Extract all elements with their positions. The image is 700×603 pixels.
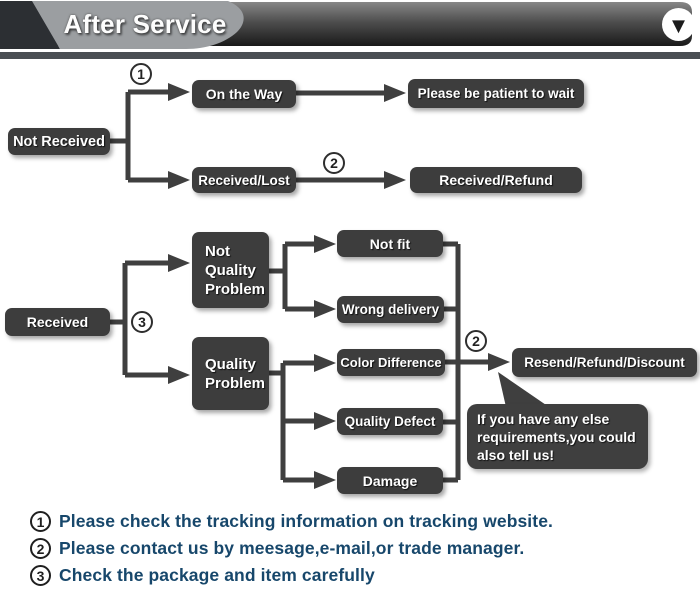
node-not-received: Not Received: [8, 128, 110, 155]
legend: 1 Please check the tracking information …: [30, 511, 553, 592]
marker-3: 3: [131, 311, 153, 333]
node-received: Received: [5, 308, 110, 336]
page-title: After Service: [63, 8, 227, 39]
node-not-fit: Not fit: [337, 230, 443, 257]
legend-item-3: 3 Check the package and item carefully: [30, 565, 553, 586]
note-bubble: If you have any else requirements,you co…: [467, 404, 648, 469]
legend-text-1: Please check the tracking information on…: [59, 511, 553, 531]
legend-number-1: 1: [30, 511, 51, 532]
header-banner: After Service ▼: [0, 0, 700, 60]
node-please-be-patient: Please be patient to wait: [408, 79, 584, 108]
collapse-button[interactable]: ▼: [662, 8, 695, 41]
node-quality-defect: Quality Defect: [337, 408, 443, 435]
legend-item-2: 2 Please contact us by meesage,e-mail,or…: [30, 538, 553, 559]
node-damage: Damage: [337, 467, 443, 494]
node-wrong-delivery: Wrong delivery: [337, 296, 444, 323]
node-quality-problem: Quality Problem: [192, 337, 269, 410]
header-divider: [0, 52, 700, 59]
node-resend-refund-discount: Resend/Refund/Discount: [512, 348, 697, 377]
node-not-quality-problem: Not Quality Problem: [192, 232, 269, 308]
node-on-the-way: On the Way: [192, 80, 296, 108]
node-color-difference: Color Difference: [337, 349, 445, 376]
marker-1-top: 1: [130, 63, 152, 85]
node-received-lost: Received/Lost: [192, 167, 296, 193]
marker-2-right: 2: [465, 330, 487, 352]
node-received-refund: Received/Refund: [410, 167, 582, 193]
legend-text-3: Check the package and item carefully: [59, 565, 375, 585]
legend-number-2: 2: [30, 538, 51, 559]
legend-item-1: 1 Please check the tracking information …: [30, 511, 553, 532]
legend-number-3: 3: [30, 565, 51, 586]
legend-text-2: Please contact us by meesage,e-mail,or t…: [59, 538, 525, 558]
banner-shapes: [0, 1, 692, 49]
marker-2-top: 2: [323, 152, 345, 174]
bubble-tail: [498, 372, 549, 407]
chevron-down-icon: ▼: [667, 12, 690, 38]
